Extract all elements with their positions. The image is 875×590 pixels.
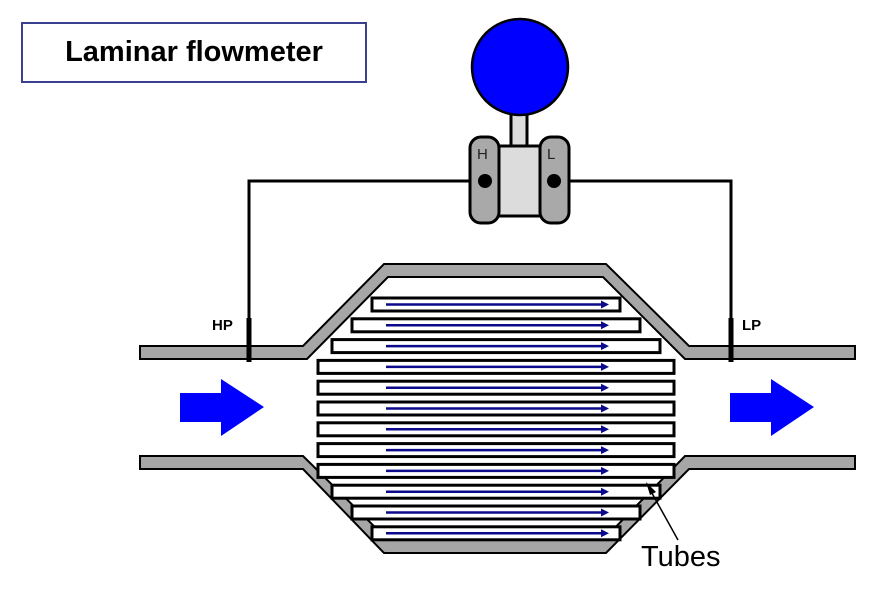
tube-flow-arrowhead [601, 362, 609, 371]
low-side-port [547, 174, 561, 188]
pipe-upper-wall [139, 263, 856, 360]
laminar-tube-bundle [316, 296, 676, 542]
tube-flow-arrowhead [601, 425, 609, 434]
tubes-label: Tubes [641, 541, 721, 573]
tube-flow-arrowhead [601, 383, 609, 392]
tube-flow-arrowhead [601, 446, 609, 455]
high-side-port [478, 174, 492, 188]
transmitter-body [496, 144, 544, 218]
tube-flow-arrowhead [601, 466, 609, 475]
high-pressure-label: HP [212, 317, 233, 334]
low-pressure-impulse-line [555, 179, 733, 362]
low-pressure-label: LP [742, 317, 762, 334]
tube-flow-arrowhead [601, 321, 609, 330]
diagram-title: Laminar flowmeter [21, 22, 367, 83]
low-side-label: L [547, 146, 556, 163]
tubes-pointer-line [647, 485, 679, 541]
tubes-pointer-arrowhead [646, 482, 656, 495]
tube-flow-arrowhead [601, 342, 609, 351]
outlet-flow-arrow [730, 379, 814, 436]
tube-flow-arrowhead [601, 300, 609, 309]
high-pressure-impulse-line [247, 179, 484, 362]
high-side-label: H [477, 146, 488, 163]
tube-flow-arrowhead [601, 487, 609, 496]
transmitter-indicator-head [470, 17, 570, 117]
tube-flow-arrowhead [601, 404, 609, 413]
inlet-flow-arrow [180, 379, 264, 436]
tube-flow-arrowhead [601, 529, 609, 538]
tube-flow-arrowhead [601, 508, 609, 517]
dp-transmitter [468, 17, 571, 225]
